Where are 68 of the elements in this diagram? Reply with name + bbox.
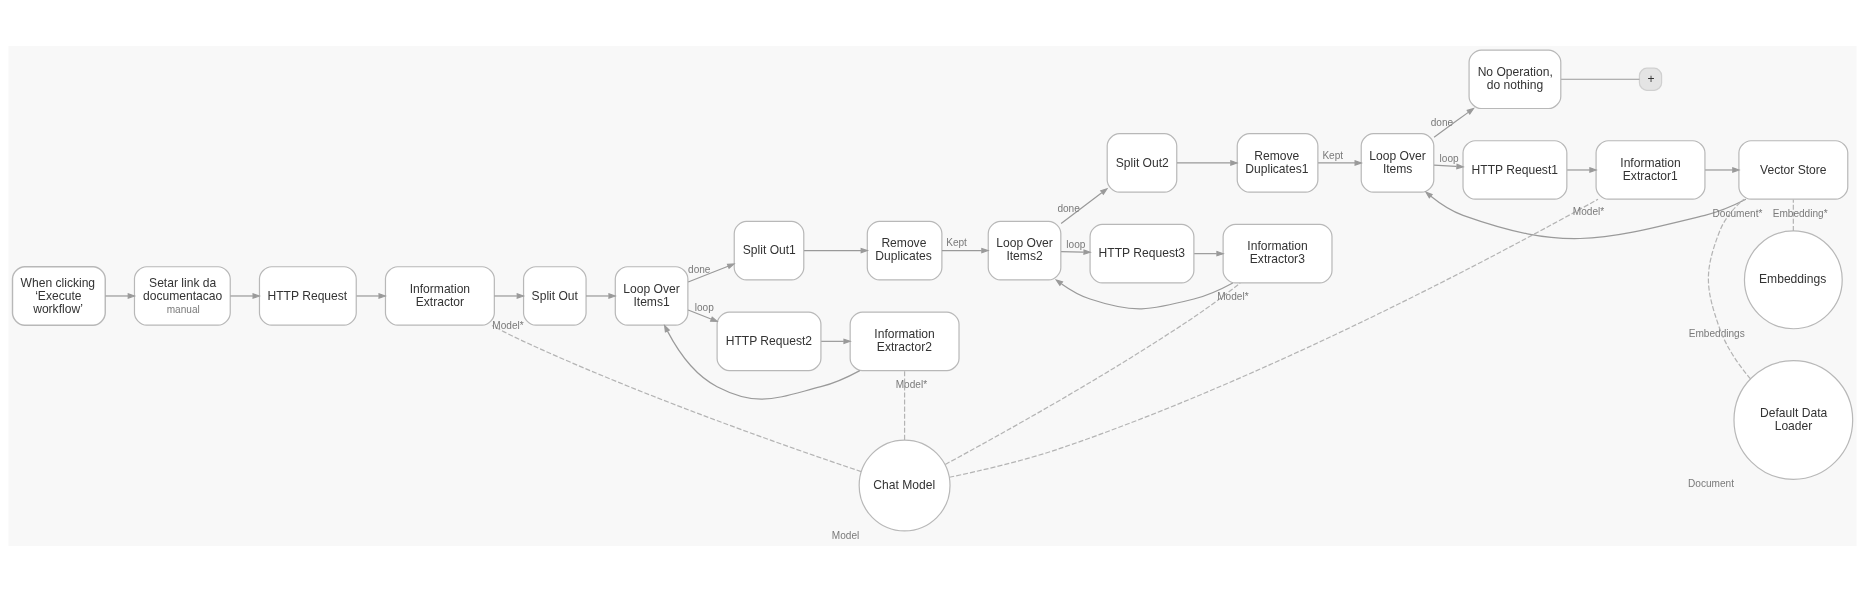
arrow	[1704, 167, 1741, 173]
node-box: Remove Duplicates	[866, 220, 943, 281]
connector	[1560, 78, 1640, 80]
arrow	[803, 247, 870, 254]
arrow	[1054, 278, 1234, 310]
node-box: HTTP Request	[258, 266, 357, 326]
edge-label: Document*	[1712, 207, 1763, 219]
connector	[491, 324, 862, 473]
arrow	[941, 247, 990, 254]
connector	[944, 282, 1241, 465]
arrow	[1424, 191, 1747, 239]
arrow	[1176, 159, 1239, 166]
arrow	[1433, 107, 1475, 138]
arrow	[1060, 187, 1109, 225]
arrow	[663, 323, 861, 400]
node-circle: Embeddings	[1743, 230, 1843, 330]
node-label: Document	[1688, 478, 1734, 490]
arrow	[1193, 250, 1225, 257]
node-circle: Chat Model	[858, 439, 951, 532]
edge-label: done	[688, 263, 711, 275]
node-box: Remove Duplicates1	[1236, 133, 1319, 193]
node-box: Split Out2	[1106, 133, 1178, 193]
node-label: Embeddings	[1688, 327, 1745, 339]
node-box: HTTP Request2	[716, 311, 822, 372]
edge-label: Model*	[1217, 291, 1249, 302]
arrow	[820, 338, 852, 345]
node-box: Loop Over Items2	[987, 220, 1062, 281]
arrow	[493, 293, 526, 299]
edge-label: Model*	[492, 319, 524, 331]
connector	[1792, 198, 1794, 232]
node-box: Split Out	[522, 266, 587, 326]
node-box: Information Extractor2	[849, 311, 960, 372]
arrow	[355, 293, 387, 299]
connector	[904, 370, 906, 441]
edge-label: Kept	[1322, 149, 1344, 161]
node-box: HTTP Request1	[1462, 140, 1568, 200]
arrow	[1317, 159, 1363, 166]
arrow	[104, 293, 137, 299]
connector	[948, 198, 1599, 478]
node-box: Loop Over Items	[1360, 133, 1435, 193]
edge-label: loop	[1439, 152, 1459, 164]
edge-label: Model*	[1572, 205, 1605, 217]
arrow	[585, 293, 617, 299]
edge-label: done	[1430, 116, 1454, 128]
node-box: HTTP Request3	[1089, 223, 1195, 284]
node-box: Vector Store	[1738, 140, 1849, 200]
node-box: Loop Over Items1	[614, 266, 689, 326]
node-box: When clicking ‘Execute workflow’	[11, 266, 106, 326]
edge-label: Model*	[895, 378, 928, 390]
node-box: Split Out1	[733, 220, 805, 281]
arrow	[687, 263, 736, 283]
node-box: Information Extractor3	[1222, 223, 1333, 284]
connector	[1707, 198, 1752, 380]
node-label: Model	[831, 529, 860, 541]
node-box: Setar link da documentacao manual	[133, 266, 231, 326]
edge-label: Embedding*	[1772, 207, 1828, 219]
arrow	[1566, 167, 1598, 173]
node-box: No Operation, do nothing	[1468, 49, 1562, 110]
node-circle: Default Data Loader	[1733, 360, 1854, 480]
edge-label: done	[1057, 202, 1080, 214]
node-box: Information Extractor1	[1595, 140, 1706, 200]
arrow	[1060, 249, 1092, 256]
arrow	[1433, 163, 1465, 170]
edge-label: loop	[694, 302, 714, 314]
arrow	[687, 309, 719, 322]
edge-label: Kept	[946, 237, 967, 249]
edge-label: loop	[1066, 238, 1086, 250]
arrow	[229, 293, 261, 299]
